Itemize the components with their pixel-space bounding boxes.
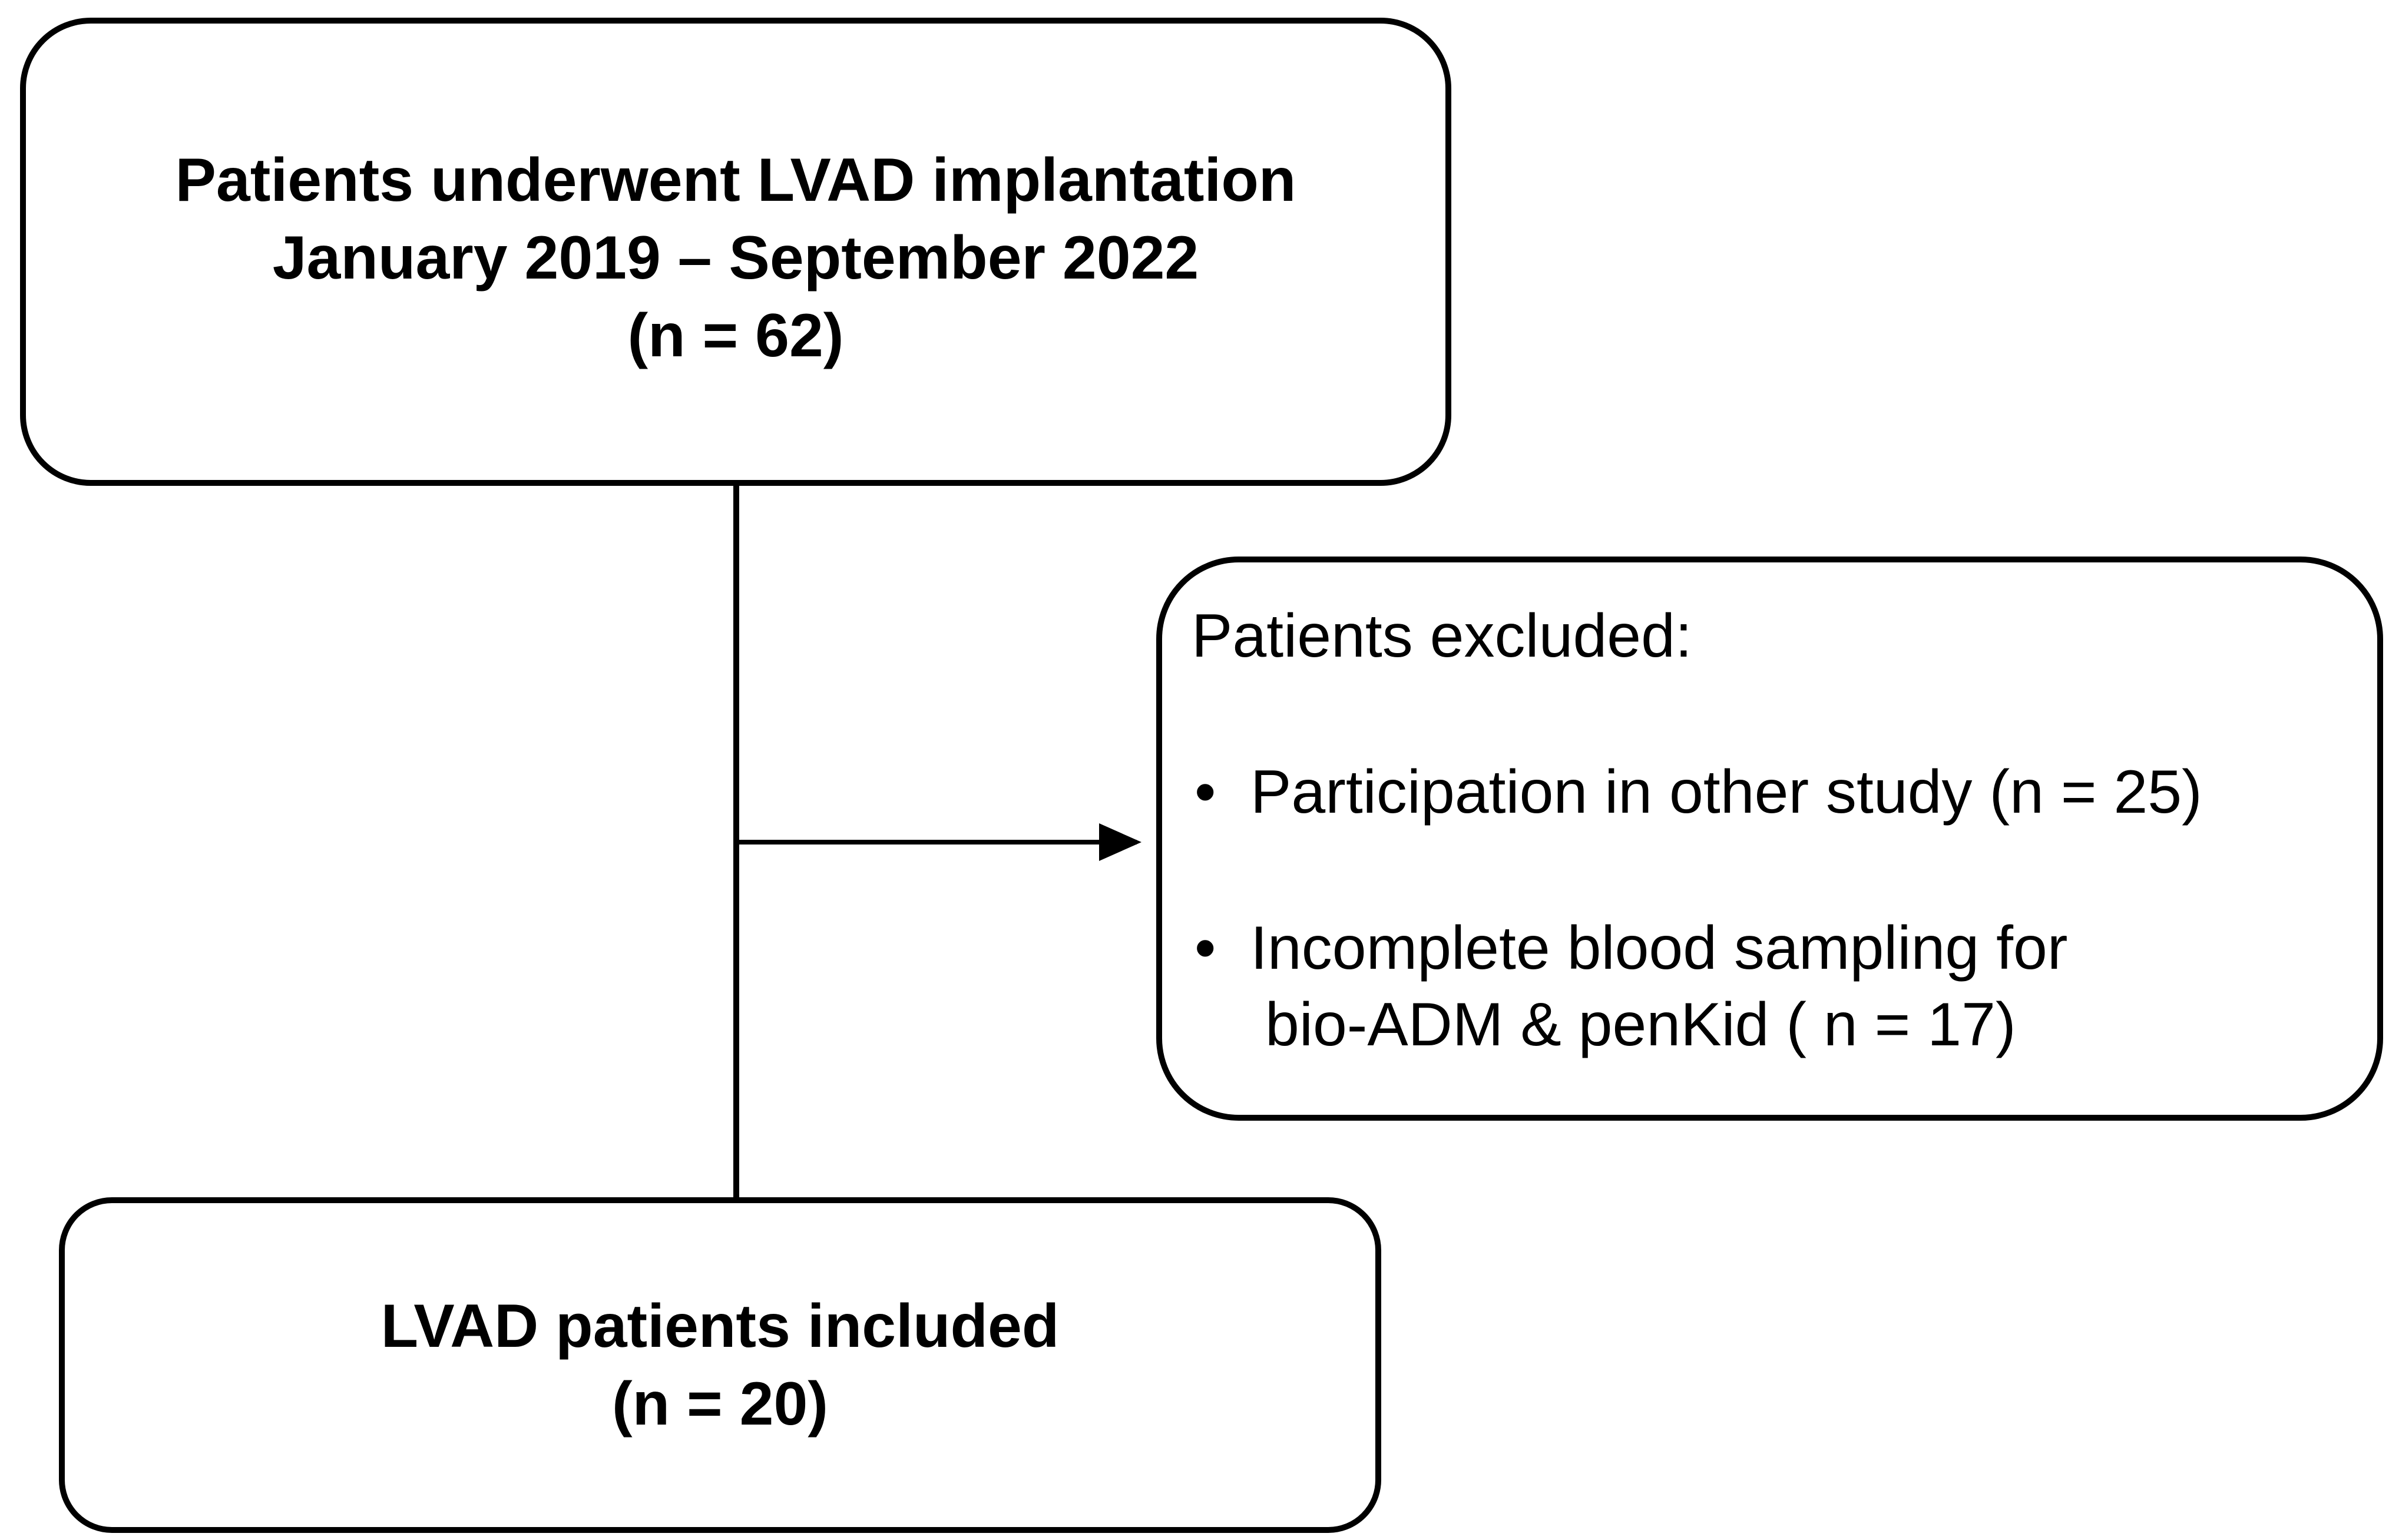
included-box: LVAD patients included (n = 20)	[59, 1197, 1381, 1533]
exclusion-heading: Patients excluded:	[1192, 602, 1692, 670]
exclusion-item-incomplete-sampling: • Incomplete blood sampling for	[1194, 910, 2067, 986]
exclusion-item-text: Incomplete blood sampling for	[1250, 914, 2068, 982]
enrollment-count: (n = 62)	[627, 302, 844, 370]
enrollment-period: January 2019 – September 2022	[272, 224, 1199, 292]
included-title: LVAD patients included	[380, 1292, 1060, 1360]
exclusion-box: Patients excluded: • Participation in oth…	[1156, 557, 2383, 1121]
enrollment-box: Patients underwent LVAD implantation Jan…	[20, 18, 1451, 486]
bullet-icon: •	[1194, 758, 1216, 826]
included-count: (n = 20)	[612, 1370, 828, 1438]
exclusion-item-text: Participation in other study (n = 25)	[1250, 758, 2202, 826]
exclusion-item-other-study: • Participation in other study (n = 25)	[1194, 754, 2202, 830]
exclusion-item-text-continued: bio-ADM & penKid ( n = 17)	[1265, 991, 2016, 1059]
bullet-icon: •	[1194, 914, 1216, 982]
enrollment-title: Patients underwent LVAD implantation	[175, 146, 1296, 214]
